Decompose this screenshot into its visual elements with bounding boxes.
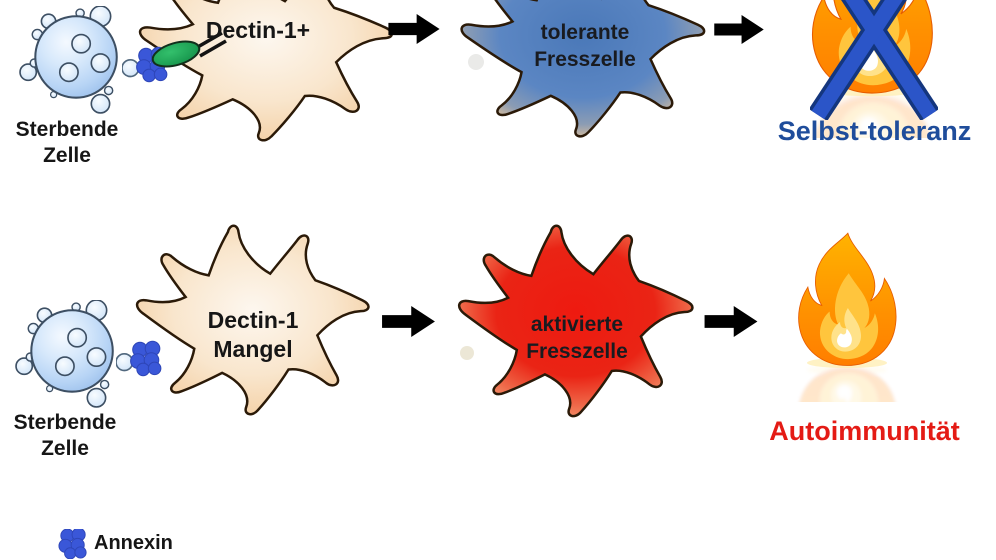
phagocyte-state-line2: Fresszelle	[534, 48, 636, 71]
phagocyte-state-line1: aktivierte	[530, 313, 624, 336]
legend-annexin-label: Annexin	[94, 532, 173, 554]
dying-cell-label-line2: Zelle	[41, 437, 89, 460]
fire-icon	[786, 228, 908, 402]
receptor-status-label: Dectin-1+	[205, 17, 311, 43]
dying-cell-label-line1: Sterbende	[13, 411, 117, 434]
outcome-label: Selbst-toleranz	[777, 116, 972, 146]
receptor-status-line2: Mangel	[213, 336, 293, 362]
arrow-icon	[714, 15, 764, 44]
receptor-status-line1: Dectin-1	[207, 307, 299, 333]
arrow-icon	[382, 306, 435, 337]
phagocyte-state-line2: Fresszelle	[526, 340, 628, 363]
dectin1-receptor-icon	[151, 31, 227, 68]
annexin-icon	[58, 529, 87, 559]
background-speck	[468, 54, 484, 70]
arrow-icon	[704, 306, 758, 337]
arrow-icon	[388, 14, 440, 44]
dying-cell-label: Sterbende Zelle	[7, 117, 127, 169]
dying-cell-label-line2: Zelle	[43, 144, 91, 167]
dying-cell-icon	[19, 6, 118, 114]
phagocyte-state-line1: tolerante	[540, 21, 630, 44]
phagocyte-state-label: aktivierte Fresszelle	[507, 311, 647, 365]
background-speck	[460, 346, 474, 360]
receptor-status-label: Dectin-1 Mangel	[193, 306, 313, 364]
outcome-label: Autoimmunität	[769, 416, 960, 446]
dying-cell-label: Sterbende Zelle	[5, 410, 125, 462]
annexin-icon	[116, 340, 164, 378]
dying-cell-label-line1: Sterbende	[15, 118, 119, 141]
phagocyte-state-label: tolerante Fresszelle	[515, 19, 655, 73]
dying-cell-icon	[15, 300, 114, 408]
cross-icon	[810, 0, 938, 120]
